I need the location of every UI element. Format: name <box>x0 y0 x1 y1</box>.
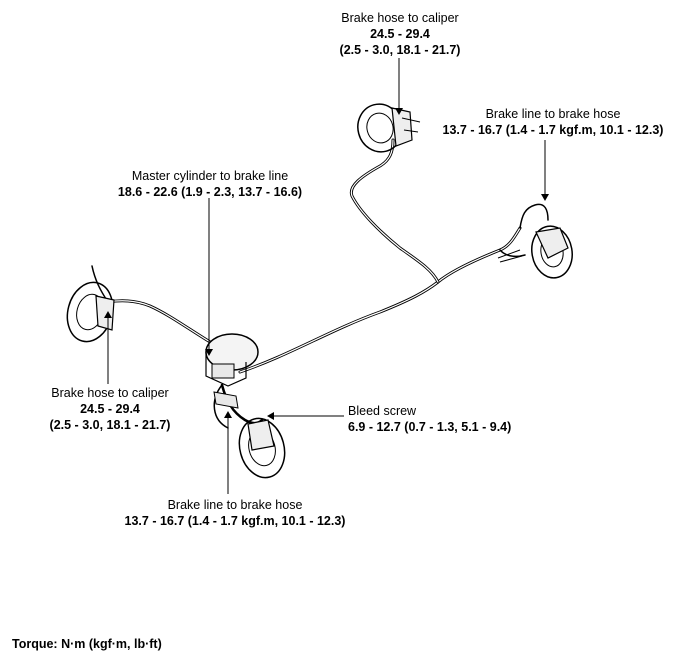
callout-title: Brake line to brake hose <box>167 498 303 512</box>
callout-torque: 24.5 - 29.4 <box>80 402 140 416</box>
callout-torque: 24.5 - 29.4 <box>370 27 430 41</box>
brake-lines <box>91 138 549 429</box>
front-right-brake-assembly <box>238 417 286 479</box>
callout-front-line-to-hose: Brake line to brake hose 13.7 - 16.7 (1.… <box>112 497 358 529</box>
callout-master-cylinder-to-line: Master cylinder to brake line 18.6 - 22.… <box>110 168 310 200</box>
callout-rear-hose-to-caliper: Brake hose to caliper 24.5 - 29.4 (2.5 -… <box>330 10 470 58</box>
callout-torque: 6.9 - 12.7 (0.7 - 1.3, 5.1 - 9.4) <box>348 420 512 434</box>
callout-torque-alt: (2.5 - 3.0, 18.1 - 21.7) <box>49 418 171 432</box>
callout-bleed-screw: Bleed screw 6.9 - 12.7 (0.7 - 1.3, 5.1 -… <box>348 403 528 435</box>
callout-leaders <box>104 58 549 494</box>
callout-title: Brake line to brake hose <box>485 107 621 121</box>
front-left-brake-assembly <box>66 281 115 343</box>
callout-title: Brake hose to caliper <box>341 11 459 25</box>
callout-title: Bleed screw <box>348 404 417 418</box>
callout-rear-line-to-hose: Brake line to brake hose 13.7 - 16.7 (1.… <box>430 106 676 138</box>
callout-torque: 13.7 - 16.7 (1.4 - 1.7 kgf.m, 10.1 - 12.… <box>442 123 664 137</box>
callout-torque: 18.6 - 22.6 (1.9 - 2.3, 13.7 - 16.6) <box>117 185 303 199</box>
torque-units-note: Torque: N·m (kgf·m, lb·ft) <box>12 637 162 651</box>
master-cylinder-assembly <box>205 333 259 409</box>
rear-left-brake-assembly <box>357 103 421 153</box>
callout-title: Brake hose to caliper <box>51 386 169 400</box>
callout-front-hose-to-caliper: Brake hose to caliper 24.5 - 29.4 (2.5 -… <box>40 385 180 433</box>
callout-torque-alt: (2.5 - 3.0, 18.1 - 21.7) <box>339 43 461 57</box>
callout-title: Master cylinder to brake line <box>131 169 289 183</box>
rear-right-brake-assembly <box>497 225 573 279</box>
callout-torque: 13.7 - 16.7 (1.4 - 1.7 kgf.m, 10.1 - 12.… <box>124 514 346 528</box>
